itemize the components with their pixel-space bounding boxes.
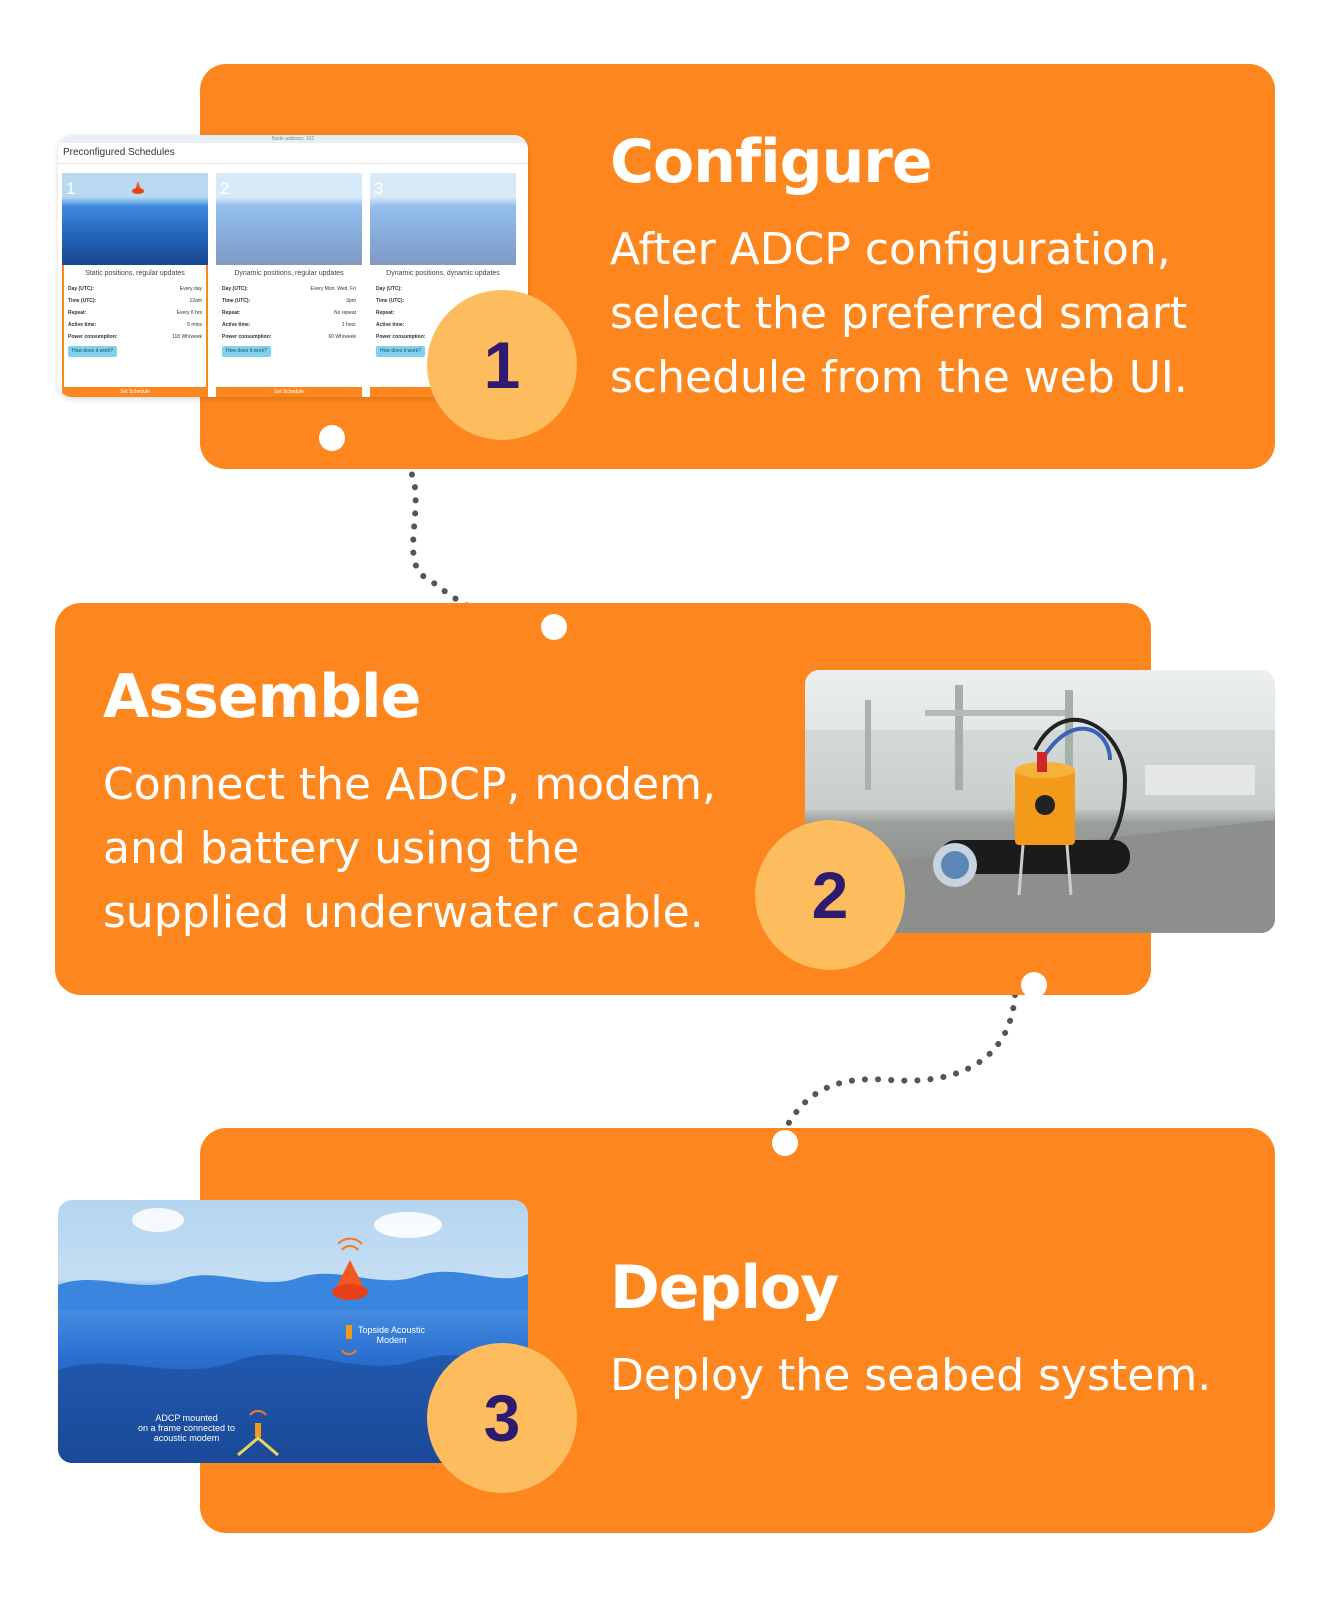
detail-value: Every 6 hrs	[176, 310, 202, 316]
detail-value: 3pm	[346, 298, 356, 304]
detail-row: Active time:	[376, 319, 510, 331]
step-1-line-2: select the preferred smart	[610, 288, 1188, 339]
detail-label: Time (UTC):	[68, 298, 97, 304]
detail-label: Power consumption:	[222, 334, 272, 340]
detail-row: Power consumption:	[376, 331, 510, 343]
schedule-card-2-rows: Day (UTC): Every Mon, Wed, Fri Time (UTC)…	[222, 283, 356, 343]
detail-row: Power consumption: 118 Wh/week	[68, 331, 202, 343]
how-does-it-work-button[interactable]: How does it work?	[376, 346, 425, 357]
detail-row: Repeat:	[376, 307, 510, 319]
detail-row: Active time: 1 hour	[222, 319, 356, 331]
detail-value: Every Mon, Wed, Fri	[310, 286, 356, 292]
detail-label: Day (UTC):	[222, 286, 248, 292]
how-does-it-work-button[interactable]: How does it work?	[68, 346, 117, 357]
connector-1-2	[342, 441, 543, 628]
step-1-number-badge: 1	[427, 290, 577, 440]
schedule-card-3-rows: Day (UTC): Time (UTC): Repeat: Active ti…	[376, 283, 510, 343]
topside-label-line-2: Modem	[376, 1335, 407, 1345]
how-does-it-work-button[interactable]: How does it work?	[222, 346, 271, 357]
screenshot-top-bar: Node address: 102	[58, 135, 528, 143]
step-2-line-3: supplied underwater cable.	[103, 887, 704, 938]
detail-label: Repeat:	[68, 310, 87, 316]
step-1-line-3: schedule from the web UI.	[610, 352, 1188, 403]
adcp-label-line-3: acoustic modem	[153, 1433, 220, 1443]
buoy-icon	[132, 181, 144, 194]
schedule-cards: 1 Static positions, regular updates Day …	[62, 173, 524, 397]
detail-row: Power consumption: 60 Wh/week	[222, 331, 356, 343]
schedule-card-1-image: 1	[62, 173, 208, 265]
step-3-title: Deploy	[610, 1253, 839, 1323]
connector-dot-1-start	[319, 425, 345, 451]
detail-value: 12am	[189, 298, 202, 304]
detail-row: Repeat: Every 6 hrs	[68, 307, 202, 319]
connector-dot-2-end	[772, 1130, 798, 1156]
detail-row: Day (UTC):	[376, 283, 510, 295]
detail-value: No repeat	[334, 310, 356, 316]
connector-dot-2-start	[1021, 972, 1047, 998]
adcp-label-line-1: ADCP mounted	[155, 1413, 218, 1423]
step-3-number-badge: 3	[427, 1343, 577, 1493]
detail-label: Power consumption:	[376, 334, 426, 340]
schedule-card-2[interactable]: 2 Dynamic positions, regular updates Day…	[216, 173, 362, 397]
step-3-description: Deploy the seabed system.	[610, 1344, 1211, 1408]
detail-row: Day (UTC): Every day	[68, 283, 202, 295]
topside-modem-label: Topside Acoustic Modem	[358, 1325, 425, 1345]
schedule-card-3-image: 3	[370, 173, 516, 265]
adcp-modem-illustration	[805, 685, 1275, 933]
detail-label: Time (UTC):	[222, 298, 251, 304]
set-schedule-button[interactable]: Set Schedule	[216, 387, 362, 397]
detail-row: Time (UTC): 3pm	[222, 295, 356, 307]
ocean-scene	[58, 1208, 528, 1463]
detail-label: Repeat:	[376, 310, 395, 316]
detail-row: Day (UTC): Every Mon, Wed, Fri	[222, 283, 356, 295]
schedule-card-2-image: 2	[216, 173, 362, 265]
schedule-card-3-title: Dynamic positions, dynamic updates	[386, 270, 500, 277]
step-2-title: Assemble	[103, 662, 421, 732]
step-2-line-1: Connect the ADCP, modem,	[103, 759, 716, 810]
detail-value: 118 Wh/week	[172, 334, 202, 340]
detail-row: Time (UTC): 12am	[68, 295, 202, 307]
step-3-line-1: Deploy the seabed system.	[610, 1350, 1212, 1401]
detail-label: Active time:	[68, 322, 97, 328]
detail-row: Repeat: No repeat	[222, 307, 356, 319]
schedule-card-1-number: 1	[66, 179, 76, 198]
detail-label: Active time:	[222, 322, 251, 328]
schedule-card-1[interactable]: 1 Static positions, regular updates Day …	[62, 173, 208, 397]
step-2-description: Connect the ADCP, modem, and battery usi…	[103, 753, 716, 945]
detail-value: 60 Wh/week	[328, 334, 356, 340]
detail-row: Time (UTC):	[376, 295, 510, 307]
schedule-card-2-title: Dynamic positions, regular updates	[234, 270, 344, 277]
detail-value: 5 mins	[187, 322, 202, 328]
adcp-label: ADCP mounted on a frame connected to aco…	[138, 1413, 235, 1443]
schedule-card-1-title: Static positions, regular updates	[85, 270, 185, 277]
step-2-line-2: and battery using the	[103, 823, 580, 874]
detail-label: Day (UTC):	[68, 286, 94, 292]
detail-label: Day (UTC):	[376, 286, 402, 292]
detail-row: Active time: 5 mins	[68, 319, 202, 331]
detail-label: Power consumption:	[68, 334, 118, 340]
topside-label-line-1: Topside Acoustic	[358, 1325, 426, 1335]
step-1-title: Configure	[610, 127, 933, 197]
screenshot-heading: Preconfigured Schedules	[58, 143, 528, 164]
step-2-number-badge: 2	[755, 820, 905, 970]
set-schedule-button[interactable]: Set Schedule	[62, 387, 208, 397]
step-1-description: After ADCP configuration, select the pre…	[610, 218, 1188, 410]
adcp-label-line-2: on a frame connected to	[138, 1423, 236, 1433]
schedule-ui-screenshot: Node address: 102 Preconfigured Schedule…	[58, 135, 528, 397]
schedule-card-2-number: 2	[220, 179, 230, 198]
detail-value: Every day	[179, 286, 202, 292]
schedule-card-1-rows: Day (UTC): Every day Time (UTC): 12am Repe…	[68, 283, 202, 343]
connector-dot-1-end	[541, 614, 567, 640]
detail-label: Active time:	[376, 322, 405, 328]
schedule-card-3-number: 3	[374, 179, 384, 198]
detail-label: Repeat:	[222, 310, 241, 316]
step-1-line-1: After ADCP configuration,	[610, 224, 1171, 275]
connector-2-3	[777, 992, 1018, 1143]
detail-label: Time (UTC):	[376, 298, 405, 304]
detail-value: 1 hour	[341, 322, 356, 328]
